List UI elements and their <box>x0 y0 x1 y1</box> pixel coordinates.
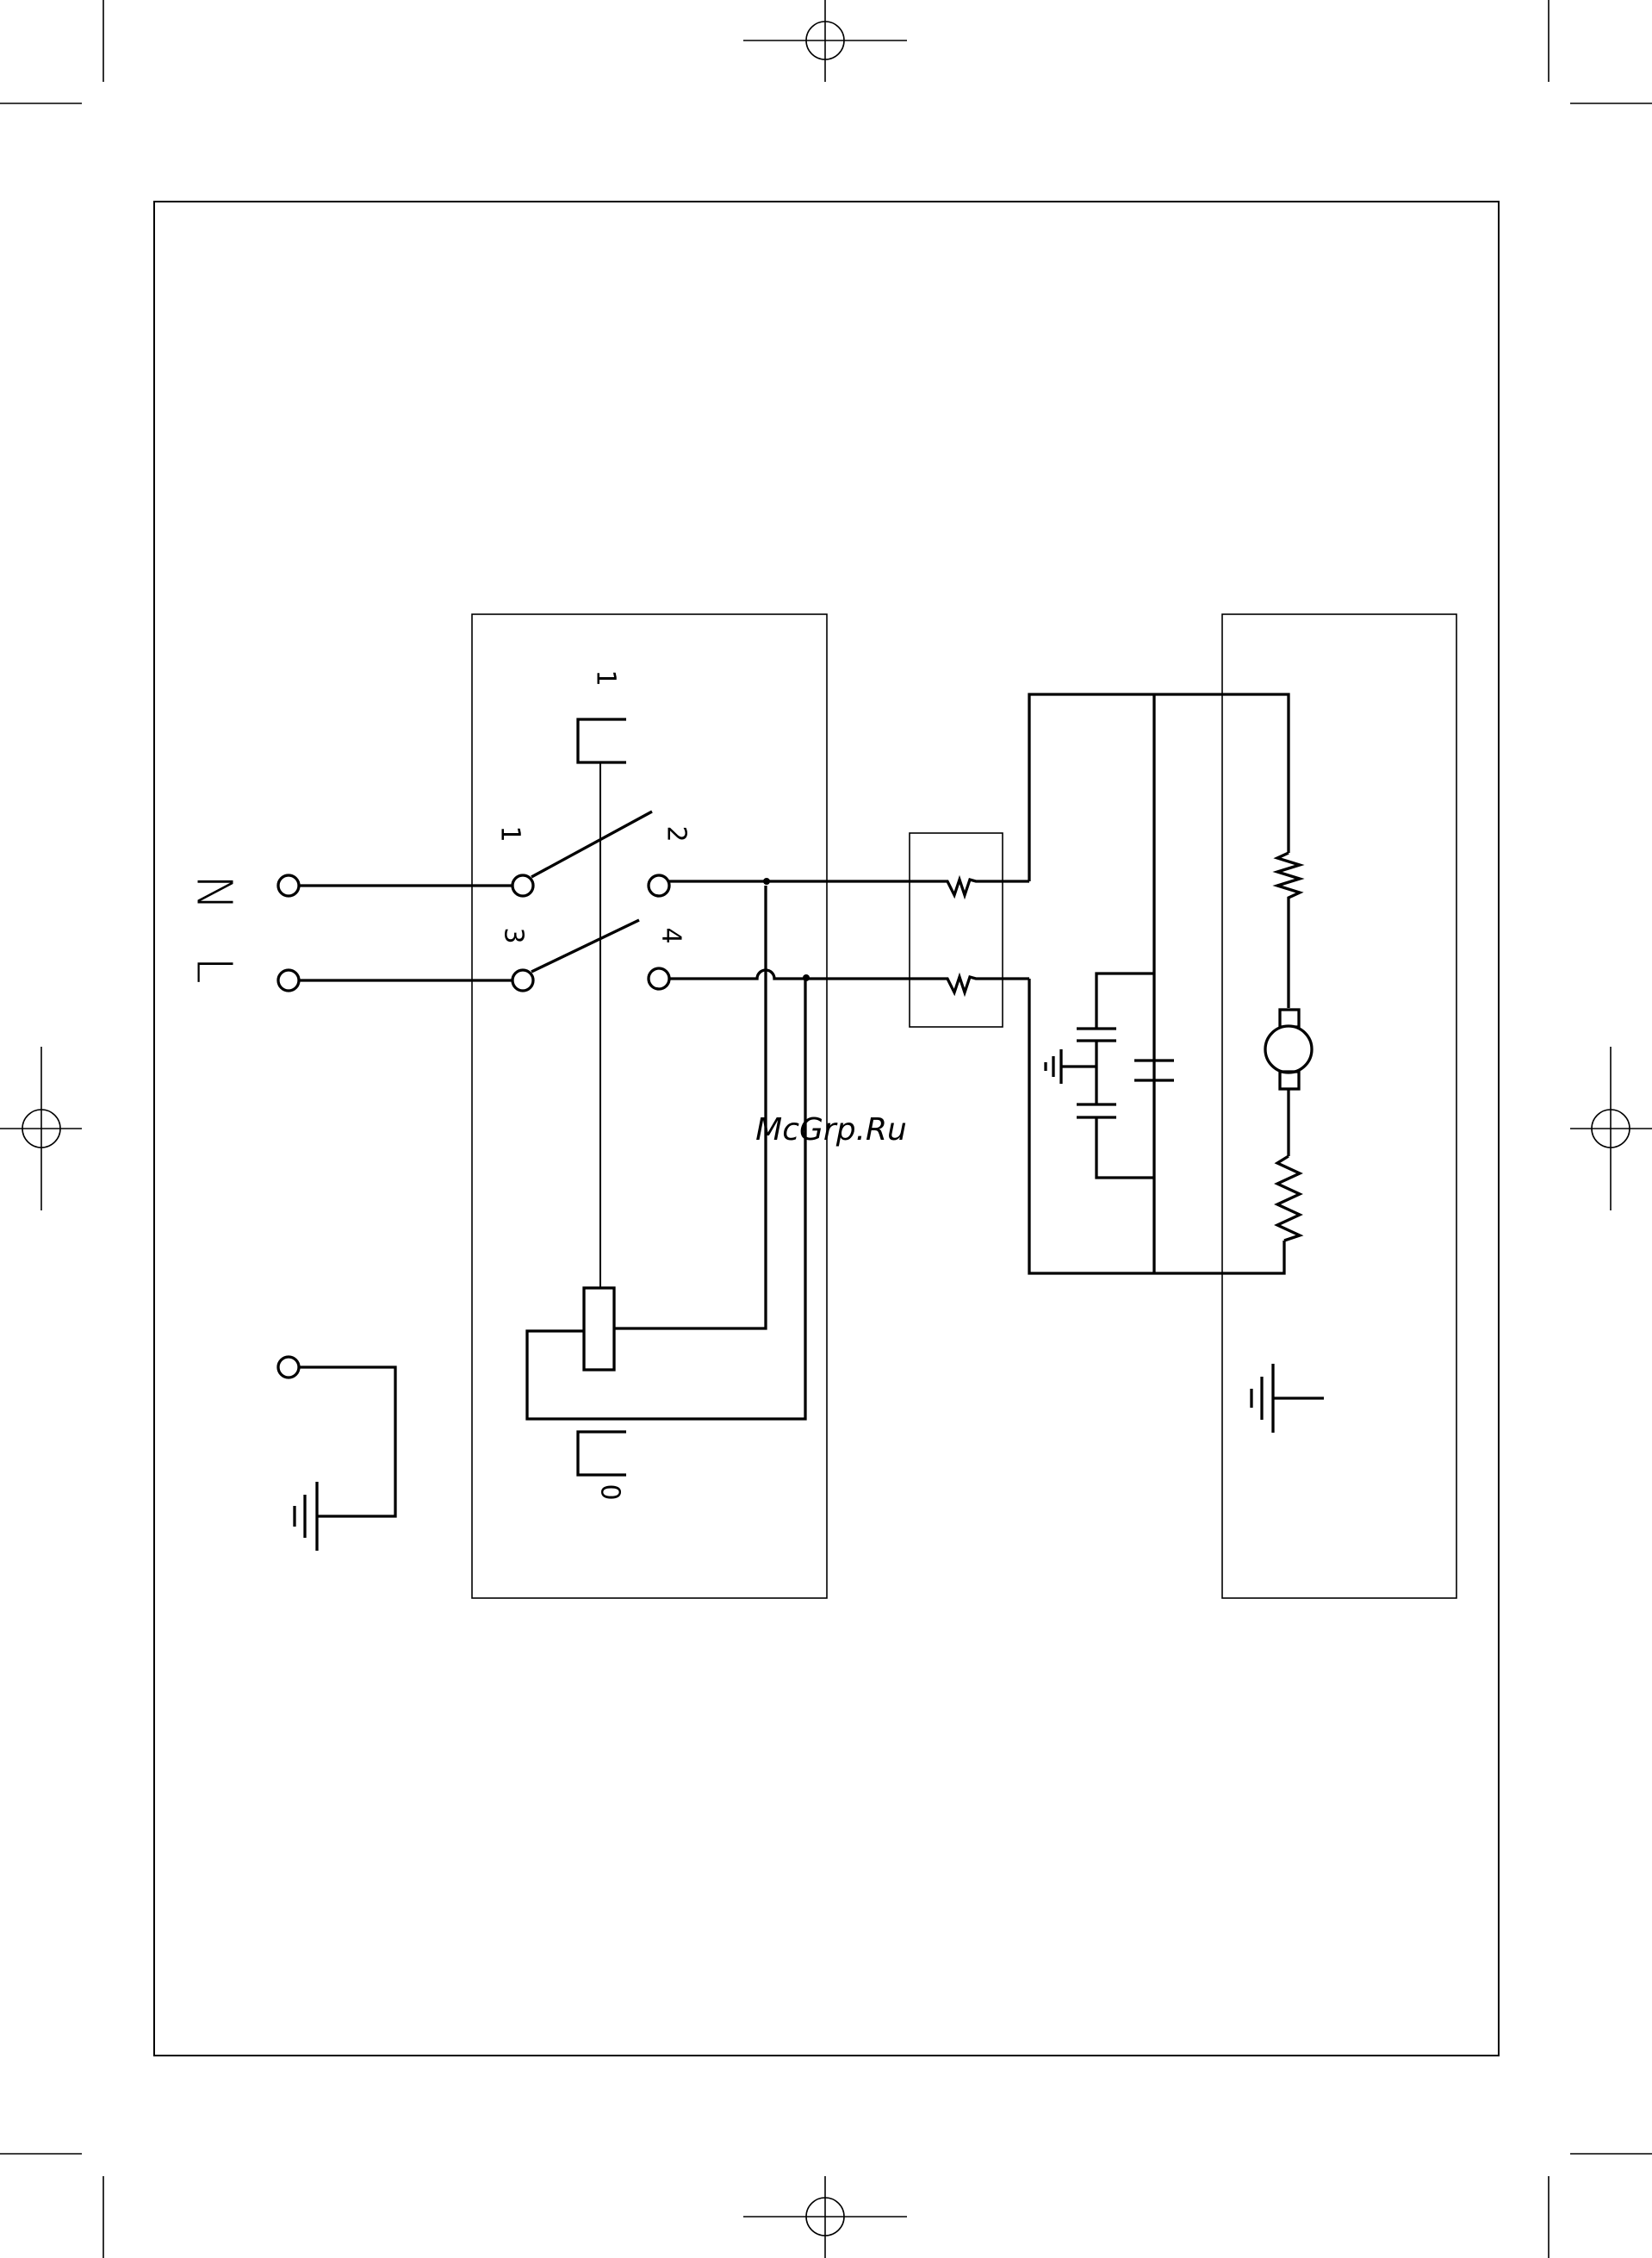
label-contact-1: 1 <box>495 825 525 842</box>
thermostat-wire-b <box>614 886 766 1328</box>
capacitor-ground-icon <box>1046 1049 1061 1084</box>
junction-dot-upper <box>763 878 770 885</box>
earth-ground-icon <box>295 1482 317 1551</box>
thermostat-element <box>584 1288 614 1370</box>
label-contact-4: 4 <box>656 927 686 943</box>
fuse-zigzag-lower <box>941 977 1029 992</box>
switch-enclosure <box>472 614 827 1598</box>
registration-mark-right <box>1570 1047 1652 1210</box>
wire-lower-bus <box>1029 979 1284 1273</box>
switch-blade-2 <box>531 920 639 972</box>
thermostat-wire-a <box>527 978 805 1419</box>
motor-resistor-lower <box>1277 1156 1300 1241</box>
label-position-on: 1 <box>591 669 621 686</box>
wire-upper-bus <box>1029 694 1289 881</box>
terminal-n <box>278 875 299 896</box>
switch-blade-1 <box>531 812 652 877</box>
contact-4 <box>649 968 669 989</box>
registration-mark-bottom <box>743 2176 907 2258</box>
motor-enclosure <box>1222 614 1456 1598</box>
motor-icon <box>1265 1010 1312 1089</box>
label-contact-2: 2 <box>661 825 692 842</box>
switch-position-on-mark <box>578 719 626 762</box>
thermal-fuse-box <box>910 833 1003 1027</box>
registration-mark-top <box>743 0 907 82</box>
terminal-l <box>278 970 299 991</box>
label-l: L <box>186 956 242 983</box>
contact-2 <box>649 875 669 896</box>
watermark-text: McGrp.Ru <box>755 1112 907 1148</box>
fuse-zigzag-upper <box>941 880 1029 895</box>
label-n: N <box>186 874 242 911</box>
wire-cap-lower <box>1096 1117 1154 1178</box>
wire-cap-upper <box>1096 973 1154 1029</box>
motor-earth-icon <box>1251 1364 1324 1433</box>
wire-earth <box>299 1367 395 1516</box>
terminal-earth <box>278 1357 299 1378</box>
contact-1 <box>512 875 533 896</box>
motor-resistor-upper <box>1277 853 1300 1008</box>
switch-position-off-mark <box>578 1432 626 1475</box>
contact-3 <box>512 970 533 991</box>
label-contact-3: 3 <box>499 927 529 943</box>
registration-mark-left <box>0 1047 82 1210</box>
label-position-off: 0 <box>595 1484 625 1500</box>
junction-dot-lower <box>803 974 810 981</box>
